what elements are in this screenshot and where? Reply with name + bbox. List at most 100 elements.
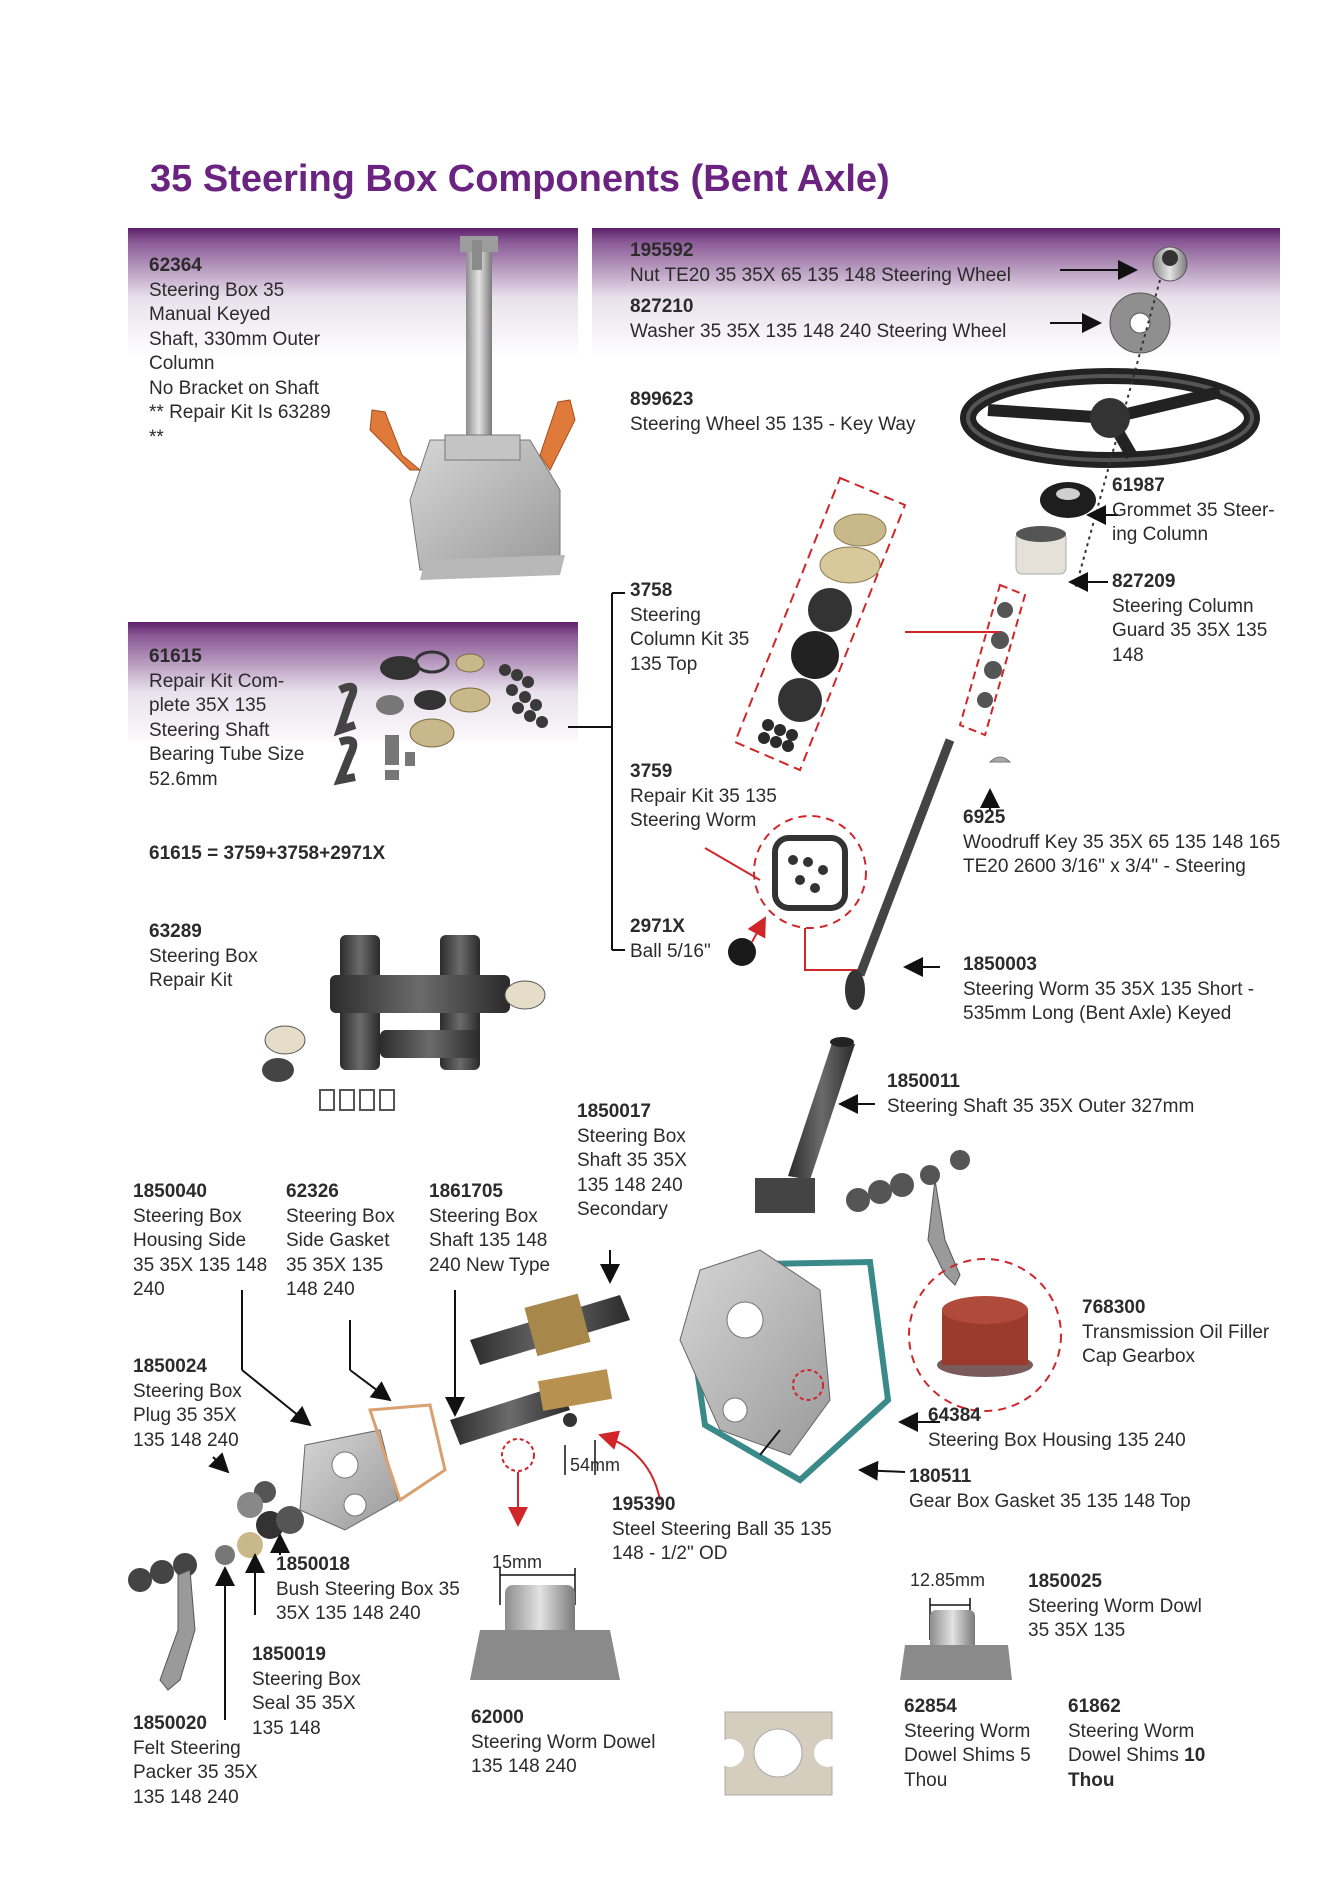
part-3758: 3758 Steering Column Kit 35 135 Top [630, 579, 749, 677]
part-desc: 535mm Long (Bent Axle) Keyed [963, 1003, 1232, 1024]
part-desc: 35 35X 135 [1028, 1620, 1126, 1641]
part-code: 61987 [1112, 475, 1165, 496]
part-code: 64384 [928, 1405, 981, 1426]
nut-washer-image [1109, 246, 1188, 354]
part-195592: 195592 Nut TE20 35 35X 65 135 148 Steeri… [630, 239, 1011, 288]
dimension-12-85mm: 12.85mm [910, 1570, 986, 1590]
part-desc: Thou [904, 1769, 948, 1791]
shim-thickness: 10 [1184, 1745, 1206, 1766]
part-1850017: 1850017 Steering Box Shaft 35 35X 135 14… [577, 1100, 687, 1223]
part-desc: 135 Top [630, 653, 698, 675]
part-desc: Felt Steering [133, 1737, 241, 1759]
part-desc: 148 - 1/2" OD [612, 1543, 728, 1564]
part-desc: Steering Box [133, 1205, 242, 1227]
part-code: 62326 [286, 1181, 339, 1202]
part-195390: 195390 Steel Steering Ball 35 135 148 - … [612, 1493, 832, 1567]
part-desc: Steering Box 35 [149, 279, 285, 301]
part-code: 827210 [630, 296, 694, 317]
part-code: 1850040 [133, 1181, 207, 1202]
part-desc: Side Gasket [286, 1230, 390, 1251]
column-kit-image [733, 476, 1027, 772]
part-code: 1850011 [887, 1071, 960, 1092]
part-desc: 148 [1112, 644, 1144, 666]
part-1850019: 1850019 Steering Box Seal 35 35X 135 148 [252, 1643, 361, 1741]
page-title: 35 Steering Box Components (Bent Axle) [150, 158, 890, 200]
side-cover-image [299, 1403, 447, 1531]
part-62000: 62000 Steering Worm Dowel 135 148 240 [471, 1706, 655, 1780]
part-desc: Packer 35 35X [133, 1762, 258, 1783]
part-desc: Steering Box [429, 1205, 538, 1227]
part-desc: Housing Side [133, 1230, 247, 1251]
part-1850003: 1850003 Steering Worm 35 35X 135 Short -… [963, 953, 1254, 1027]
part-desc: Steering Worm Dowel [471, 1731, 656, 1753]
steering-worm-image [845, 738, 1012, 1010]
part-desc: Woodruff Key 35 35X 65 135 148 165 [963, 831, 1281, 853]
part-desc: Steering Column [1112, 595, 1254, 617]
part-code: 62000 [471, 1707, 524, 1728]
part-desc: 135 148 240 [577, 1174, 683, 1196]
part-desc: Guard 35 35X 135 [1112, 620, 1268, 641]
part-code: 1850018 [276, 1554, 350, 1575]
part-827209: 827209 Steering Column Guard 35 35X 135 … [1112, 570, 1267, 668]
header-band-left [128, 228, 578, 358]
part-desc: Shaft, 330mm Outer [149, 328, 321, 350]
plug-seal-image [215, 1481, 304, 1565]
part-desc: Steering Worm 35 35X 135 Short - [963, 978, 1255, 1000]
part-desc: Steering Box Housing 135 240 [928, 1429, 1186, 1451]
part-desc: Repair Kit Com- [149, 670, 285, 692]
worm-dowel-image [470, 1568, 620, 1680]
part-desc: Steering Worm [630, 810, 757, 831]
part-code: 2971X [630, 916, 685, 937]
part-1850018: 1850018 Bush Steering Box 35 35X 135 148… [276, 1553, 460, 1627]
part-code: 1850024 [133, 1356, 207, 1377]
part-desc: Grommet 35 Steer- [1112, 499, 1275, 521]
part-code: 195390 [612, 1494, 676, 1515]
part-6925: 6925 Woodruff Key 35 35X 65 135 148 165 … [963, 806, 1280, 880]
part-code: 1850003 [963, 954, 1037, 975]
part-code: 1850019 [252, 1644, 326, 1665]
part-desc: Repair Kit 35 135 [630, 785, 777, 807]
repair-kit-image [333, 650, 548, 786]
part-63289: 63289 Steering Box Repair Kit [149, 920, 258, 994]
part-desc: No Bracket on Shaft [149, 377, 320, 399]
worm-dowl-image [900, 1598, 1012, 1680]
part-desc: Nut TE20 35 35X 65 135 148 Steering Whee… [630, 264, 1011, 286]
part-code: 1850020 [133, 1713, 207, 1734]
part-827210: 827210 Washer 35 35X 135 148 240 Steerin… [630, 295, 1006, 344]
outer-shaft-image [755, 1037, 855, 1213]
part-61862: 61862 Steering Worm Dowel Shims 10 Thou [1068, 1695, 1205, 1793]
secondary-shaft-image [450, 1293, 630, 1445]
part-code: 6925 [963, 807, 1006, 828]
part-desc: Steering Worm Dowl [1028, 1595, 1202, 1617]
part-desc: 240 New Type [429, 1254, 551, 1276]
part-768300: 768300 Transmission Oil Filler Cap Gearb… [1082, 1296, 1269, 1370]
part-desc: ing Column [1112, 524, 1209, 545]
part-1850024: 1850024 Steering Box Plug 35 35X 135 148… [133, 1355, 242, 1453]
part-1861705: 1861705 Steering Box Shaft 135 148 240 N… [429, 1180, 550, 1278]
part-3759: 3759 Repair Kit 35 135 Steering Worm [630, 760, 777, 834]
part-desc: 35 35X 135 148 [133, 1254, 268, 1276]
steering-box-image [369, 236, 576, 580]
part-desc: Cap Gearbox [1082, 1346, 1196, 1367]
part-desc: Steering Box [577, 1125, 686, 1147]
part-62364: 62364 Steering Box 35 Manual Keyed Shaft… [149, 254, 331, 450]
part-code: 61615 [149, 646, 202, 667]
kit-formula: 61615 = 3759+3758+2971X [149, 843, 386, 864]
part-2971X: 2971X Ball 5/16" [630, 915, 711, 964]
part-62326: 62326 Steering Box Side Gasket 35 35X 13… [286, 1180, 395, 1303]
part-code: 827209 [1112, 571, 1176, 592]
part-1850040: 1850040 Steering Box Housing Side 35 35X… [133, 1180, 267, 1303]
shim-image [716, 1711, 842, 1796]
part-desc: Steering Shaft [149, 719, 270, 741]
part-desc: Column [149, 353, 215, 374]
part-desc: Shaft 135 148 [429, 1230, 548, 1251]
part-code: 1850017 [577, 1101, 651, 1122]
housing-image [679, 1249, 892, 1484]
oil-filler-cap-image [908, 1258, 1062, 1412]
part-desc: Gear Box Gasket 35 135 148 Top [909, 1490, 1191, 1512]
drop-arm-image [846, 1150, 970, 1286]
part-code: 1850025 [1028, 1571, 1102, 1592]
part-desc: Steering Box [286, 1205, 395, 1227]
part-code: 195592 [630, 240, 694, 261]
